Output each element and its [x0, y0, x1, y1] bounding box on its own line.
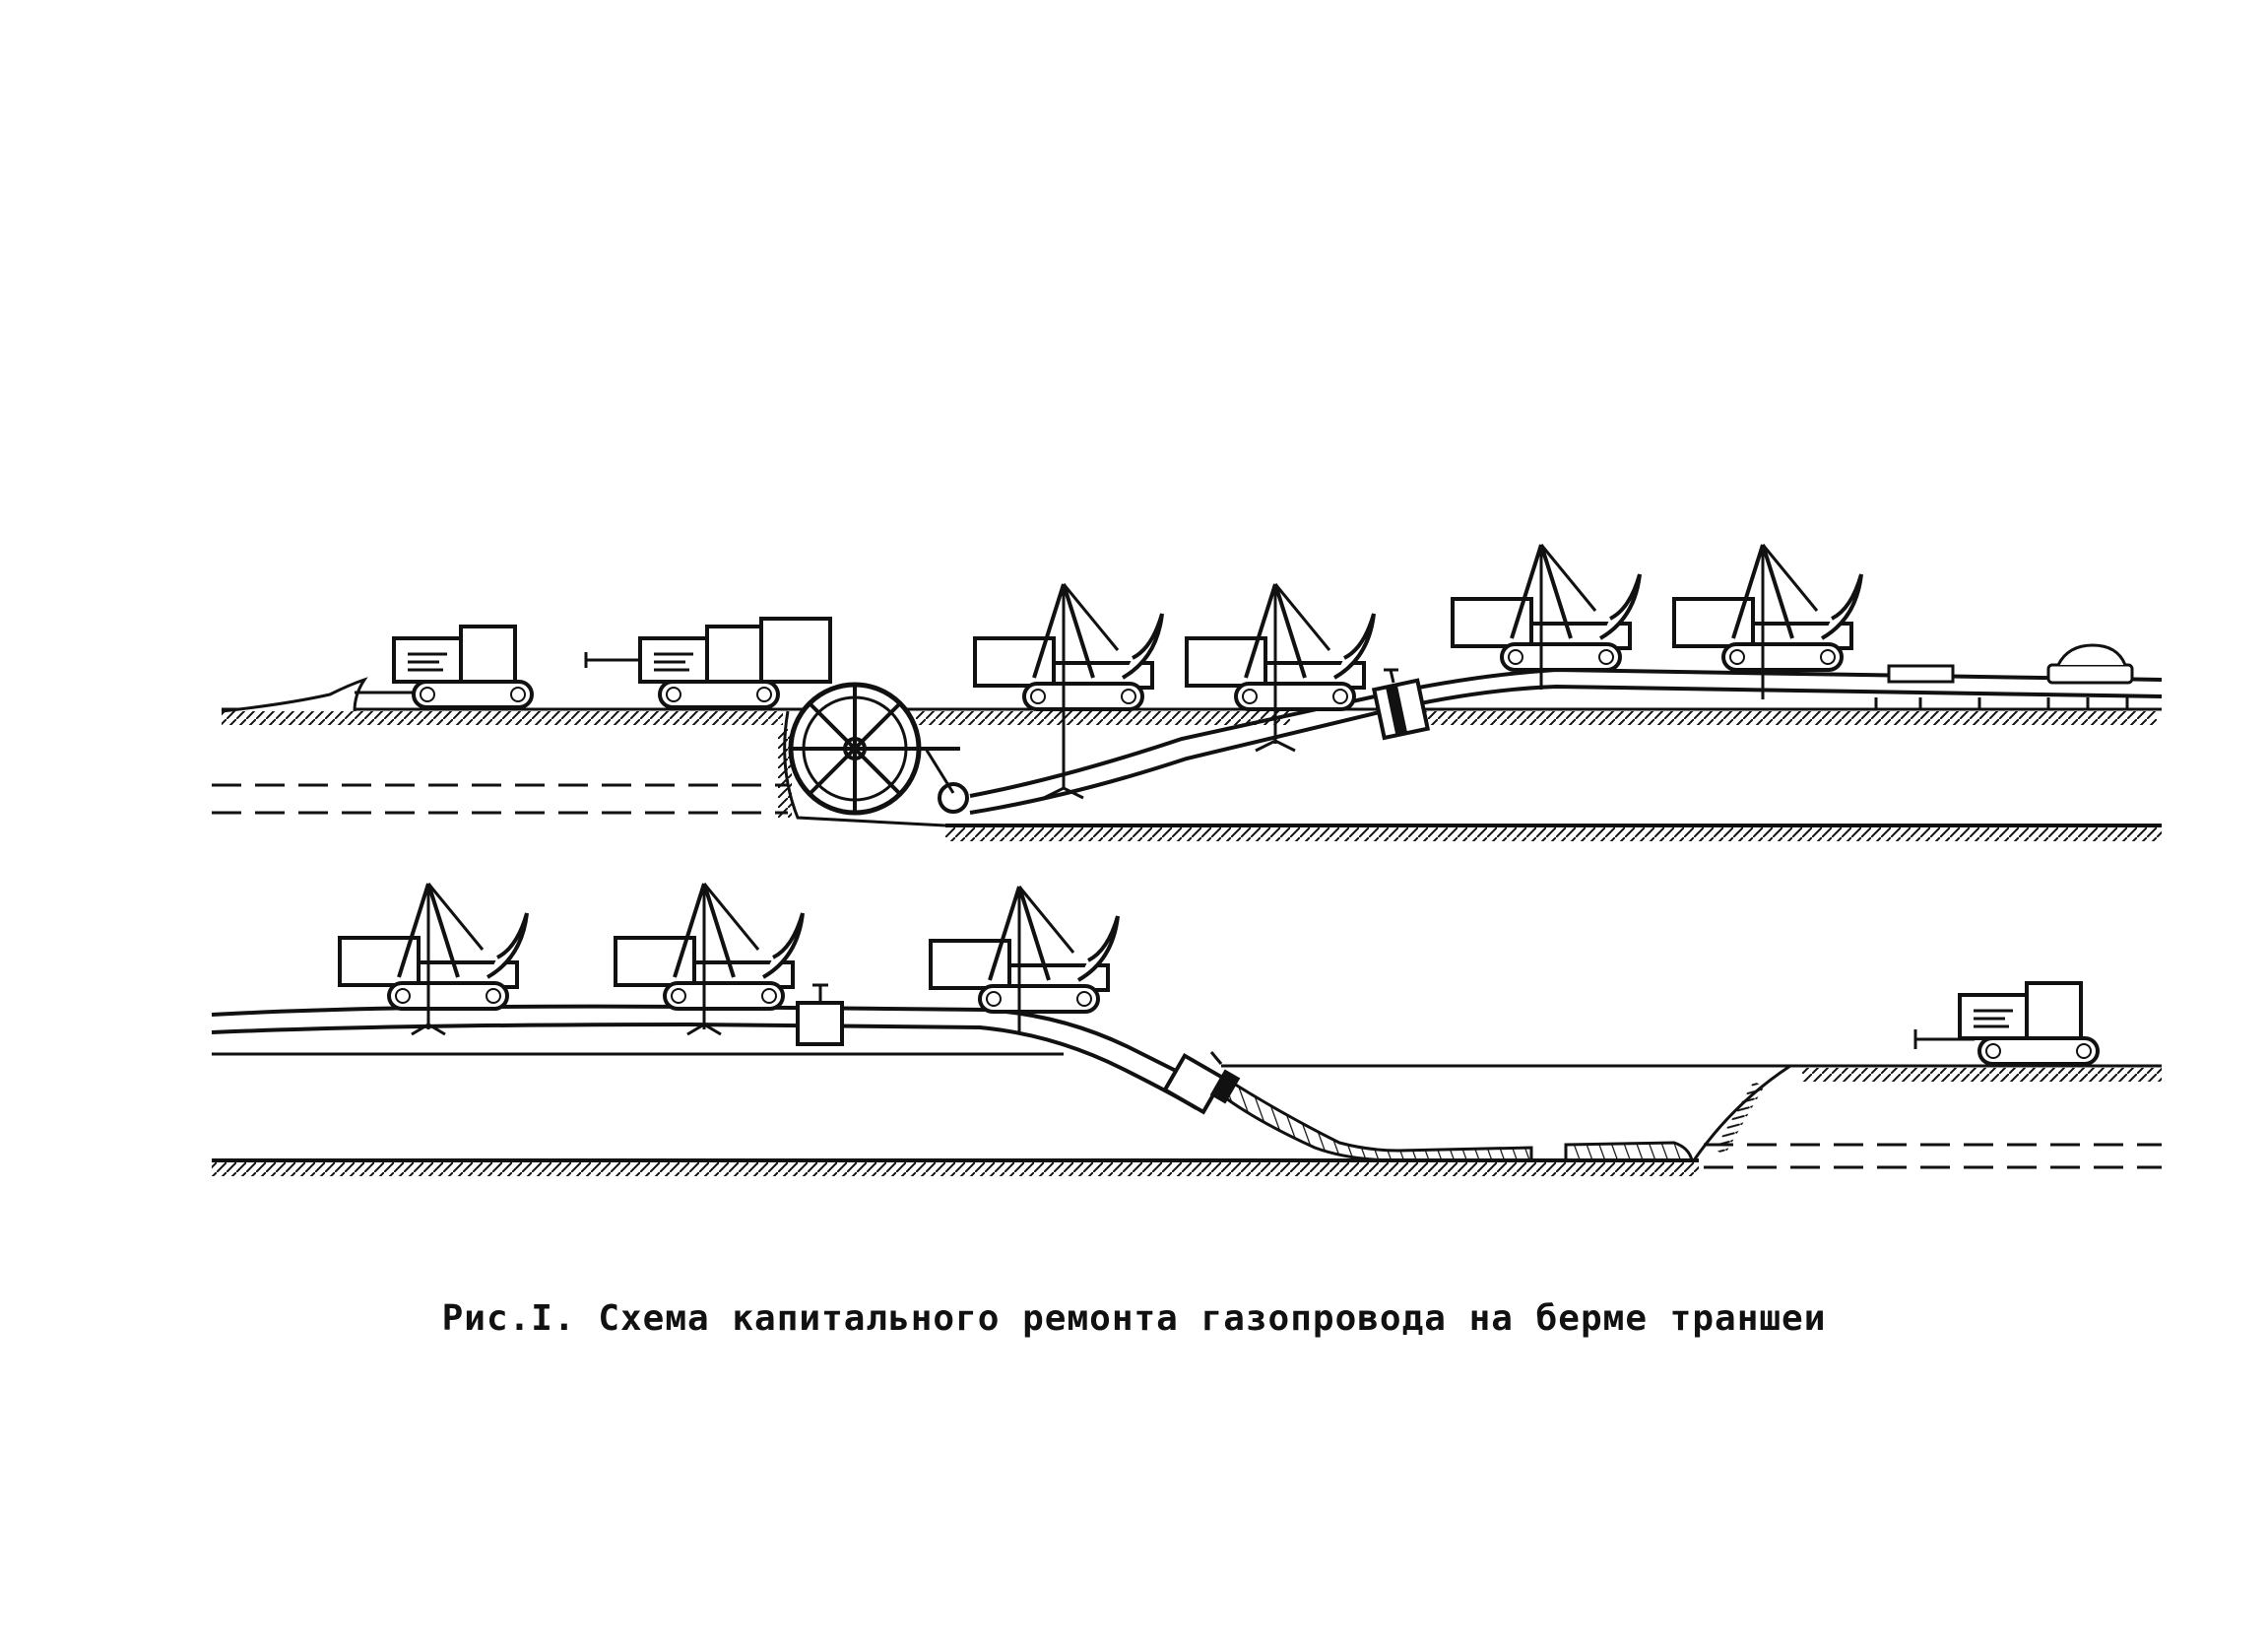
- coating-head: [1162, 1051, 1241, 1115]
- spoil-heap: [221, 677, 368, 713]
- tractor-3: [1913, 983, 2098, 1064]
- trench-wall: [1692, 1064, 1791, 1161]
- insulation-unit: [1887, 664, 1955, 684]
- small-vehicle: [2046, 643, 2134, 685]
- coated-pipe: [1224, 1076, 1533, 1162]
- pipelayer-4: [1674, 545, 1861, 670]
- pipelayer-6: [616, 884, 803, 1009]
- pipelayer-2: [1187, 584, 1374, 709]
- insulation-machine: [796, 983, 844, 1046]
- pipelayer-3: [1453, 545, 1640, 670]
- upper-scheme: [212, 545, 2163, 841]
- lifted-pipeline: [969, 667, 2163, 798]
- pipelayer-7: [931, 887, 1118, 1012]
- lower-scheme: [211, 884, 2162, 1176]
- pipelayer-1: [975, 584, 1162, 709]
- figure-caption: Рис.I. Схема капитального ремонта газопр…: [441, 1298, 1827, 1339]
- tractor-1: [355, 627, 532, 707]
- pipelayer-5: [340, 884, 527, 1009]
- ground-hatching: [222, 711, 783, 725]
- cleaning-machine: [1371, 668, 1431, 741]
- pipeline-on-berm: [211, 1004, 1212, 1090]
- tractor-2: [584, 617, 832, 707]
- digging-wheel: [788, 682, 969, 816]
